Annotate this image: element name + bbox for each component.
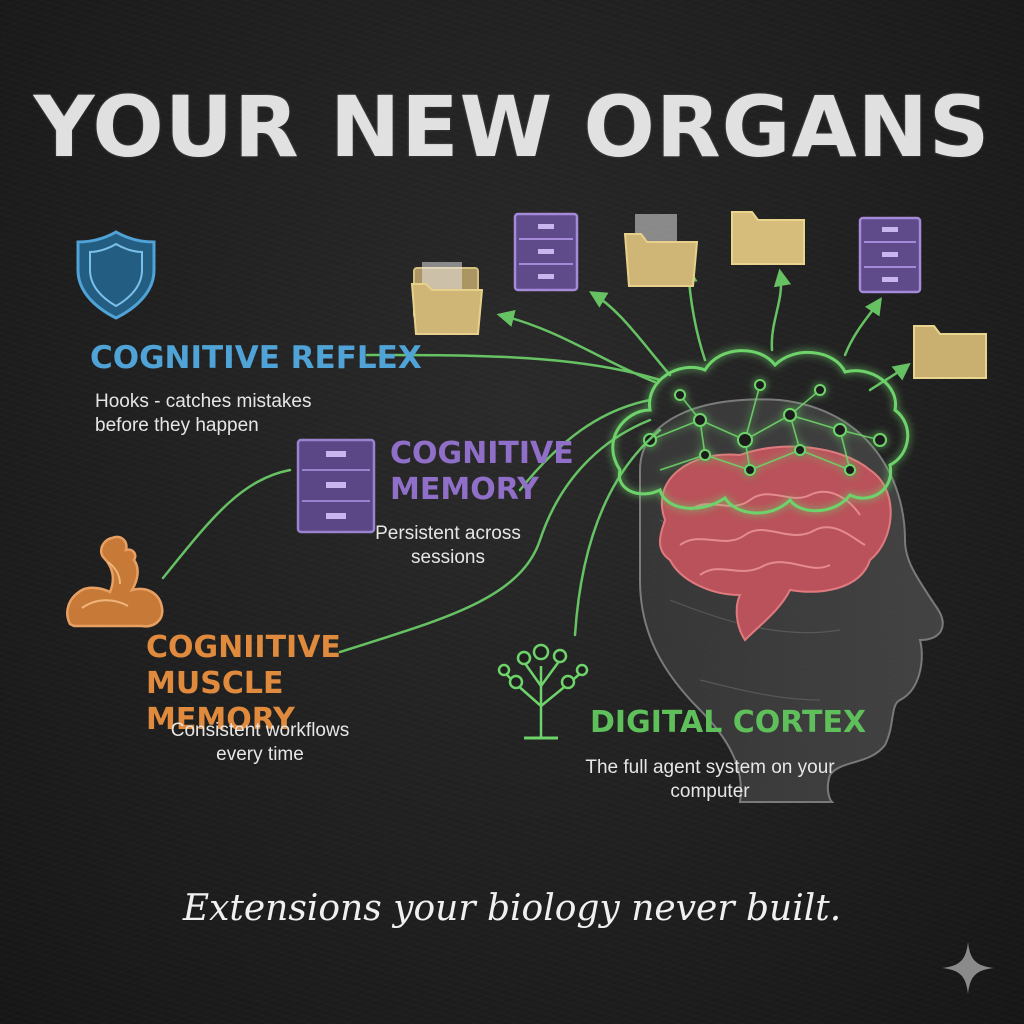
page-title: YOUR NEW ORGANS bbox=[33, 78, 991, 176]
digital-cortex-heading: DIGITAL CORTEX bbox=[590, 705, 867, 740]
digital-cortex-description: The full agent system on your computer bbox=[585, 757, 835, 802]
folder-icon bbox=[913, 325, 987, 379]
tagline: Extensions your biology never built. bbox=[182, 888, 842, 929]
tree-network-icon bbox=[497, 643, 589, 740]
shield-icon bbox=[76, 230, 156, 320]
cognitive-reflex-heading: COGNITIVE REFLEX bbox=[90, 340, 422, 376]
brain bbox=[659, 445, 892, 642]
cognitive-muscle-memory-heading: COGNIITIVE MUSCLE MEMORY bbox=[146, 630, 341, 737]
flexed-arm-icon bbox=[66, 535, 164, 628]
filing-cabinet-icon bbox=[513, 212, 579, 292]
cognitive-reflex-description: Hooks - catches mistakes before they hap… bbox=[95, 391, 312, 436]
sparkle-icon bbox=[942, 942, 994, 994]
folder-icon bbox=[731, 211, 805, 265]
cognitive-memory-description: Persistent across sessions bbox=[375, 523, 521, 568]
connection-lines bbox=[161, 264, 911, 654]
digital-network-cloud bbox=[611, 349, 910, 515]
cognitive-muscle-memory-description: Consistent workflows every time bbox=[170, 720, 350, 765]
filing-cabinet-icon bbox=[296, 438, 376, 534]
cognitive-memory-heading: COGNITIVE MEMORY bbox=[390, 436, 574, 507]
filing-cabinet-icon bbox=[858, 216, 922, 294]
folder-icon bbox=[410, 262, 484, 335]
folder-icon bbox=[623, 214, 699, 287]
